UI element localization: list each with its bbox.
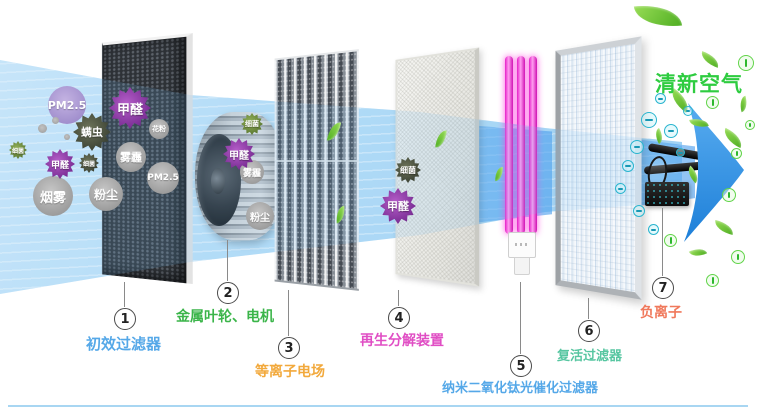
negative-ion-icon (655, 93, 666, 104)
uv-lamp-tube (529, 56, 537, 234)
impeller-hub (211, 168, 225, 194)
leaf-icon (633, 1, 683, 31)
pollutant-pm25: PM2.5 (147, 162, 179, 194)
negative-ion-icon (615, 183, 626, 194)
pollutant-dust: 粉尘 (246, 202, 274, 230)
callout-line-1 (124, 282, 125, 307)
stage-label-7: 负离子 (640, 305, 682, 321)
pollutant-bacteria: 细菌 (241, 113, 263, 135)
stage-label-6: 复活过滤器 (557, 349, 623, 364)
particle-dot (64, 134, 70, 140)
callout-line-7 (662, 208, 663, 276)
green-ion-icon (738, 55, 754, 71)
pollutant-bacteria: 细菌 (79, 153, 99, 173)
stage-number-3: 3 (278, 337, 300, 359)
negative-ion-icon (676, 148, 685, 157)
stage-number-6: 6 (578, 320, 600, 342)
stage-label-1: 初效过滤器 (86, 335, 162, 353)
particle-dot (52, 117, 59, 124)
negative-ion-icon (648, 224, 659, 235)
ion-generator-box (645, 182, 689, 206)
negative-ion-icon (641, 112, 657, 128)
stage-label-3: 等离子电场 (255, 364, 325, 380)
callout-line-4 (398, 290, 399, 306)
particle-dot (38, 124, 47, 133)
pollutant-dust: 粉尘 (89, 177, 123, 211)
green-ion-icon (745, 120, 755, 130)
uv-lamp-base (508, 232, 536, 258)
callout-line-5 (520, 282, 521, 354)
stage-label-2: 金属叶轮、电机 (176, 309, 274, 325)
stage-label-5: 纳米二氧化钛光催化过滤器 (442, 381, 599, 396)
stage-number-4: 4 (388, 307, 410, 329)
green-ion-icon (731, 148, 742, 159)
leaf-icon (688, 245, 708, 260)
bottom-rule (8, 405, 748, 407)
negative-ion-icon (683, 106, 693, 116)
green-ion-icon (722, 188, 736, 202)
plasma-field-panel (274, 49, 359, 291)
stage-number-5: 5 (510, 355, 532, 377)
callout-line-3 (288, 290, 289, 336)
callout-line-2 (227, 240, 228, 281)
pollutant-smoke: 烟雾 (33, 176, 73, 216)
outflow-arrow (684, 103, 744, 242)
fresh-air-title: 清新空气 (655, 72, 743, 96)
callout-line-6 (588, 298, 589, 319)
green-ion-icon (706, 96, 719, 109)
negative-ion-icon (633, 205, 645, 217)
uv-lamp-tube (505, 56, 513, 234)
uv-lamp-stem (514, 257, 530, 275)
negative-ion-icon (664, 124, 678, 138)
pollutant-smog: 雾霾 (116, 142, 146, 172)
uv-lamp-tube (517, 56, 525, 234)
green-ion-icon (706, 274, 719, 287)
negative-ion-icon (622, 160, 634, 172)
leaf-icon (698, 51, 722, 68)
stage-number-2: 2 (217, 282, 239, 304)
stage-number-1: 1 (114, 308, 136, 330)
stage-number-7: 7 (652, 277, 674, 299)
green-ion-icon (731, 250, 745, 264)
green-ion-icon (664, 234, 677, 247)
plasma-field-divider (274, 159, 359, 163)
negative-ion-icon (630, 140, 644, 154)
pollutant-pollen: 花粉 (149, 119, 169, 139)
stage-label-4: 再生分解装置 (360, 333, 444, 349)
pollutant-bacteria: 细菌 (9, 141, 27, 159)
